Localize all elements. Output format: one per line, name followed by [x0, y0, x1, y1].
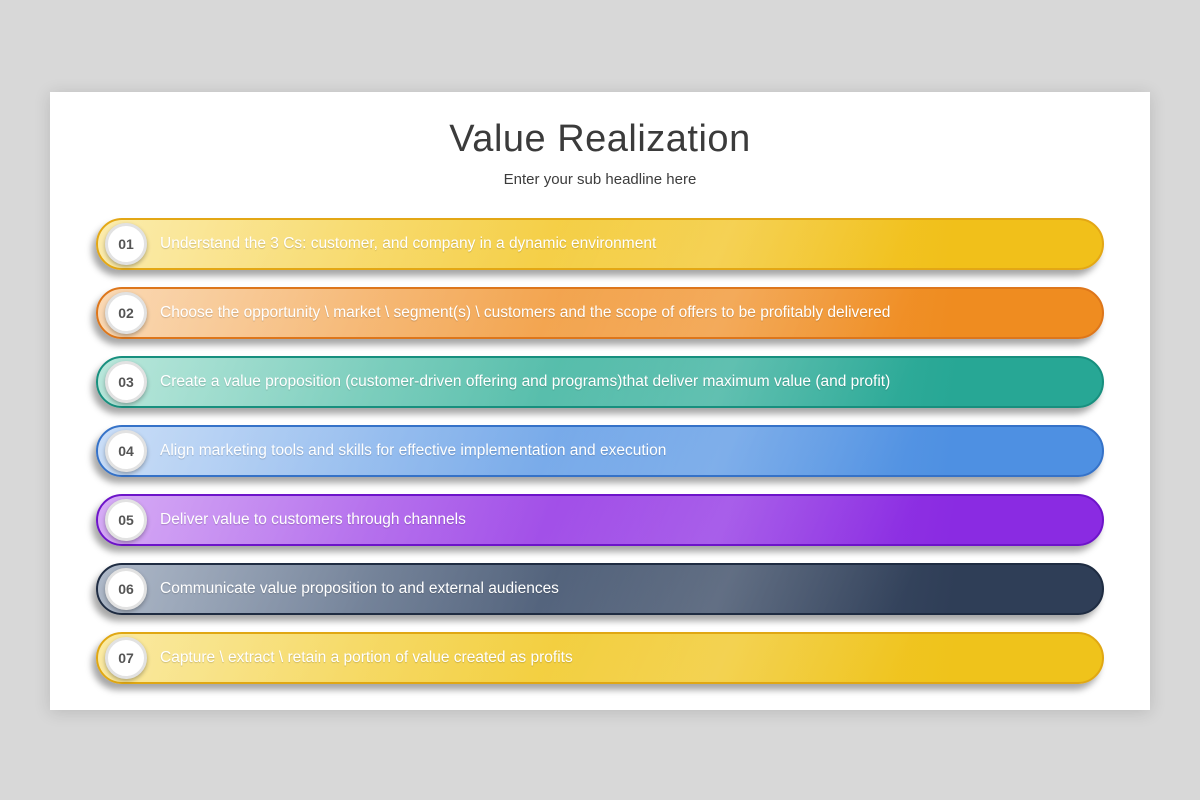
step-text: Capture \ extract \ retain a portion of …	[160, 649, 573, 666]
step-row: 06 Communicate value proposition to and …	[96, 563, 1104, 615]
step-text: Create a value proposition (customer-dri…	[160, 373, 891, 390]
step-number-badge: 01	[105, 223, 147, 265]
slide-title: Value Realization	[449, 118, 751, 160]
step-number-badge: 02	[105, 292, 147, 334]
step-number-badge: 06	[105, 568, 147, 610]
step-number: 05	[118, 512, 134, 528]
step-number-badge: 05	[105, 499, 147, 541]
step-row: 01 Understand the 3 Cs: customer, and co…	[96, 218, 1104, 270]
step-row: 05 Deliver value to customers through ch…	[96, 494, 1104, 546]
step-number: 06	[118, 581, 134, 597]
step-number: 02	[118, 305, 134, 321]
step-number: 01	[118, 236, 134, 252]
step-number-badge: 07	[105, 637, 147, 679]
step-row: 03 Create a value proposition (customer-…	[96, 356, 1104, 408]
step-number-badge: 04	[105, 430, 147, 472]
step-number: 03	[118, 374, 134, 390]
slide-canvas: Value Realization Enter your sub headlin…	[50, 92, 1150, 710]
step-number: 04	[118, 443, 134, 459]
step-text: Align marketing tools and skills for eff…	[160, 442, 667, 459]
step-row: 02 Choose the opportunity \ market \ seg…	[96, 287, 1104, 339]
step-number-badge: 03	[105, 361, 147, 403]
slide-subtitle: Enter your sub headline here	[503, 171, 697, 188]
step-row: 04 Align marketing tools and skills for …	[96, 425, 1104, 477]
steps-list: 01 Understand the 3 Cs: customer, and co…	[50, 218, 1150, 684]
step-text: Communicate value proposition to and ext…	[160, 580, 559, 597]
step-text: Understand the 3 Cs: customer, and compa…	[160, 235, 657, 252]
step-number: 07	[118, 650, 134, 666]
step-row: 07 Capture \ extract \ retain a portion …	[96, 632, 1104, 684]
step-text: Deliver value to customers through chann…	[160, 511, 466, 528]
step-text: Choose the opportunity \ market \ segmen…	[160, 304, 891, 321]
